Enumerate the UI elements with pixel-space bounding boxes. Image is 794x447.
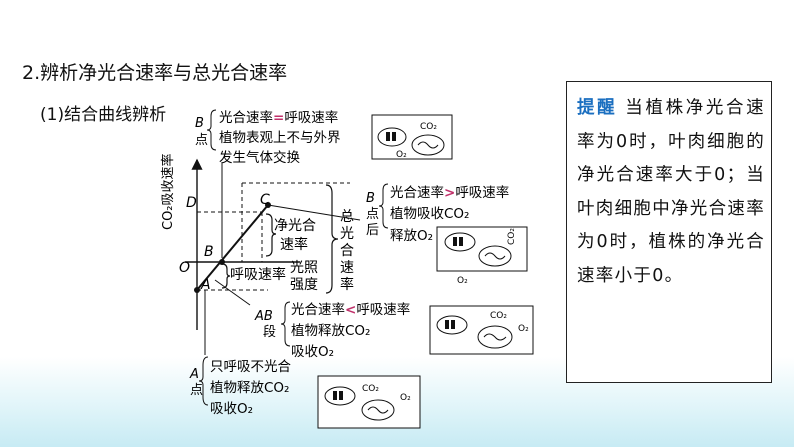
- a-line-1: 只呼吸不光合: [210, 359, 291, 375]
- net-rate-label-1: 净光合: [274, 218, 316, 234]
- point-b-dot: [219, 259, 225, 265]
- svg-text:CO₂: CO₂: [490, 311, 507, 321]
- ab-tag-2: 段: [263, 325, 276, 340]
- b-note-line-3: 发生气体交换: [219, 149, 300, 166]
- svg-text:O₂: O₂: [396, 150, 407, 160]
- point-d-label: D: [186, 195, 197, 211]
- after-b-tag-1: B: [366, 191, 375, 206]
- ab-line-2: 植物释放CO₂: [291, 323, 370, 339]
- svg-text:O₂: O₂: [400, 393, 411, 403]
- svg-text:O₂: O₂: [518, 324, 529, 334]
- y-axis-label: CO₂吸收速率: [160, 153, 176, 230]
- sub-heading: (1)结合曲线辨析: [40, 105, 167, 125]
- total-rate-char-3: 合: [340, 243, 354, 259]
- net-rate-label-2: 速率: [280, 236, 308, 253]
- after-b-tag-3: 后: [366, 223, 379, 238]
- after-b-line-1: 光合速率>呼吸速率: [390, 184, 509, 201]
- after-b-tag-2: 点: [366, 207, 379, 222]
- ab-tag-1: AB: [254, 309, 273, 324]
- resp-rate-brace: [221, 263, 231, 289]
- a-tag-2: 点: [190, 383, 203, 398]
- after-b-leader: [267, 204, 361, 221]
- ab-line-1: 光合速率<呼吸速率: [291, 301, 410, 318]
- tip-content: 当植株净光合速率为0时，叶肉细胞的净光合速率大于0；当叶肉细胞中净光合速率为0时…: [577, 98, 765, 286]
- after-b-line-2: 植物吸收CO₂: [390, 206, 469, 222]
- a-brace: [198, 356, 209, 406]
- b-note-tag-2: 点: [195, 133, 208, 148]
- total-rate-char-2: 光: [340, 226, 354, 242]
- b-note-tag-1: B: [195, 116, 204, 131]
- after-b-brace: [378, 183, 389, 229]
- curve-line: [196, 204, 269, 291]
- a-line-3: 吸收O₂: [210, 401, 253, 417]
- resp-rate-label: 呼吸速率: [230, 266, 286, 283]
- a-line-2: 植物释放CO₂: [210, 380, 289, 396]
- cell-illustration-after-b: CO₂ O₂: [436, 226, 528, 286]
- svg-text:CO₂: CO₂: [420, 122, 437, 132]
- total-rate-char-4: 速: [340, 260, 354, 276]
- point-b-label: B: [204, 244, 214, 260]
- b-note-brace: [206, 109, 217, 151]
- x-axis-label-1: 光照: [290, 260, 318, 276]
- ab-brace: [280, 301, 291, 347]
- svg-text:CO₂: CO₂: [507, 228, 517, 245]
- origin-label: O: [179, 260, 190, 276]
- tip-text-block: 提醒当植株净光合速率为0时，叶肉细胞的净光合速率大于0；当叶肉细胞中净光合速率为…: [577, 92, 765, 293]
- x-axis-label-2: 强度: [290, 277, 318, 293]
- section-heading: 2.辨析净光合速率与总光合速率: [22, 62, 288, 84]
- tip-label: 提醒: [577, 98, 618, 118]
- svg-text:O₂: O₂: [457, 276, 468, 286]
- after-b-line-3: 释放O₂: [390, 228, 433, 244]
- cell-illustration-b: CO₂ O₂: [371, 114, 453, 160]
- ab-line-3: 吸收O₂: [291, 344, 334, 360]
- ab-leader: [214, 279, 251, 306]
- point-a-label: A: [200, 277, 211, 293]
- total-rate-brace: [325, 184, 339, 294]
- b-note-line-2: 植物表观上不与外界: [219, 130, 341, 146]
- total-rate-char-5: 率: [340, 276, 354, 293]
- point-c-label: C: [260, 192, 270, 208]
- svg-text:CO₂: CO₂: [362, 384, 379, 394]
- b-note-line-1: 光合速率=呼吸速率: [219, 109, 338, 126]
- tip-box: [566, 81, 772, 383]
- cell-illustration-a: CO₂ O₂: [317, 375, 421, 429]
- net-rate-brace: [265, 213, 277, 257]
- cell-illustration-ab: CO₂ O₂: [429, 305, 534, 355]
- a-tag-1: A: [189, 367, 199, 382]
- total-rate-char-1: 总: [340, 209, 354, 225]
